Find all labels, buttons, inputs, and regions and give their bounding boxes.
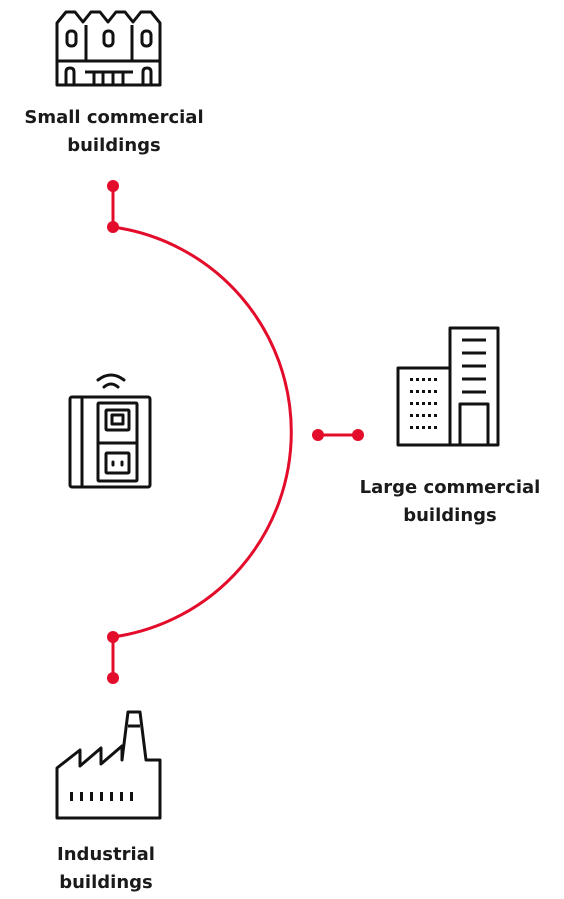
wireless-breaker-panel-icon (68, 373, 152, 489)
connector-lines (111, 184, 360, 680)
node-large-arc (312, 429, 324, 441)
label-industrial-line-2: buildings (59, 872, 153, 893)
label-small-line-1: Small commercial (24, 107, 204, 128)
label-small-line-2: buildings (67, 135, 161, 156)
node-industrial-end (107, 672, 119, 684)
node-large-end (352, 429, 364, 441)
label-large-line-1: Large commercial (359, 477, 541, 498)
label-industrial: Industrial buildings (0, 841, 212, 897)
office-tower-icon (396, 326, 500, 447)
label-large-line-2: buildings (403, 505, 497, 526)
node-industrial-arc (107, 631, 119, 643)
factory-window-dots (70, 792, 133, 801)
connector-arc (111, 225, 293, 639)
label-large-commercial: Large commercial buildings (336, 474, 564, 530)
label-industrial-line-1: Industrial (57, 844, 155, 865)
townhouses-icon (55, 10, 162, 87)
label-small-commercial: Small commercial buildings (0, 104, 228, 160)
factory-icon (55, 710, 162, 820)
connector-nodes (107, 180, 364, 684)
node-small-arc (107, 221, 119, 233)
office-window-grid (410, 378, 437, 429)
node-small-end (107, 180, 119, 192)
